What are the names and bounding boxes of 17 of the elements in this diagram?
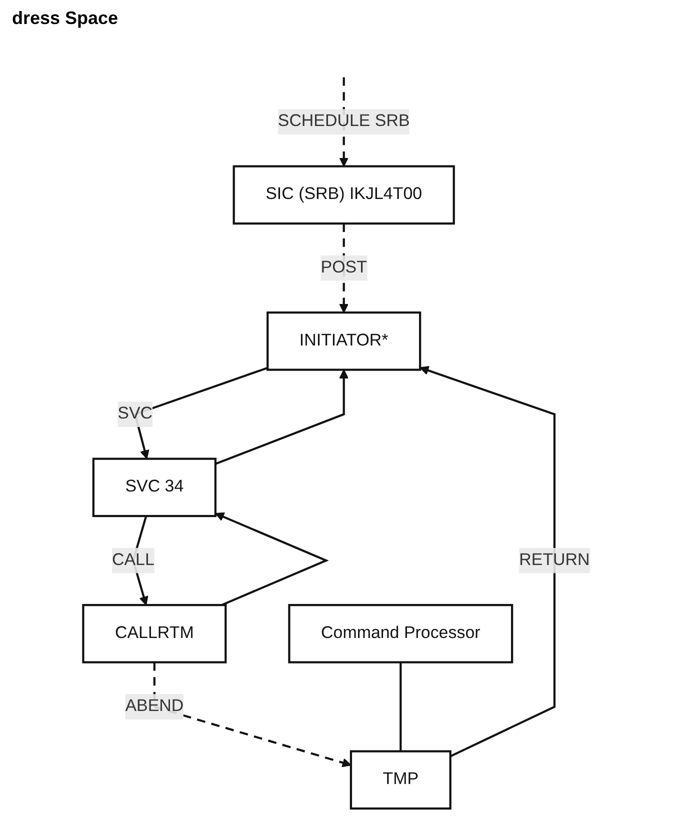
- node-box: Command Processor: [288, 604, 514, 664]
- arrow: [420, 366, 556, 758]
- diagram-title: dress Space: [12, 8, 120, 29]
- edge-label: POST: [320, 258, 367, 277]
- edge-label: SVC: [118, 404, 153, 423]
- node-box: TMP: [350, 750, 452, 810]
- edge-label: SCHEDULE SRB: [278, 112, 410, 130]
- edge-label: RETURN: [519, 550, 590, 570]
- edge-label: ABEND: [125, 697, 184, 716]
- node-box: SIC (SRB) IKJL4T00: [232, 165, 455, 225]
- node-box: INITIATOR*: [266, 311, 422, 371]
- node-box: CALLRTM: [82, 604, 227, 664]
- arrow: [215, 369, 348, 465]
- node-box: SVC 34: [92, 458, 216, 518]
- arrow: [215, 512, 329, 606]
- connector: [400, 662, 402, 752]
- edge-label: CALL: [112, 550, 154, 570]
